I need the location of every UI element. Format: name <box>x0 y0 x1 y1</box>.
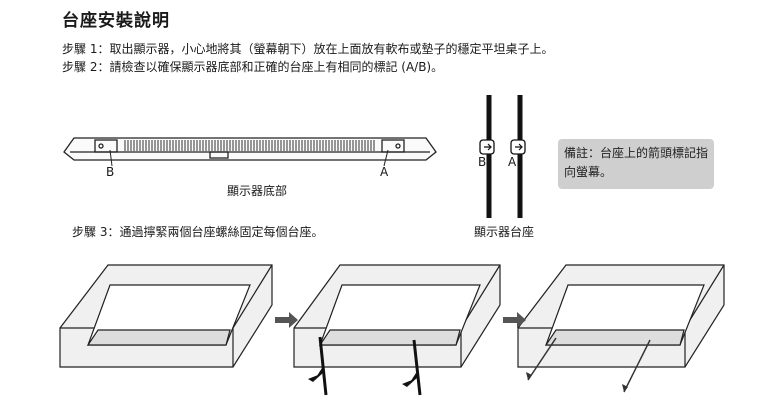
step-1-text: 步驟 1：取出顯示器，小心地將其（螢幕朝下）放在上面放有軟布或墊子的穩定平坦桌子… <box>62 42 554 56</box>
mark-b-label: B <box>106 165 115 179</box>
note-box: 備註：台座上的箭頭標記指向螢幕。 <box>558 139 714 189</box>
stand-mark-b: B <box>478 155 487 169</box>
stand-caption: 顯示器台座 <box>474 225 535 239</box>
page-title: 台座安裝說明 <box>62 11 170 31</box>
step-2-text: 步驟 2：請檢查以確保顯示器底部和正確的台座上有相同的標記 (A/B)。 <box>62 60 444 74</box>
step-3-text: 步驟 3：通過擰緊兩個台座螺絲固定每個台座。 <box>72 225 324 239</box>
mark-a-label: A <box>380 165 389 179</box>
stand-mark-a: A <box>508 155 517 169</box>
monitor-bottom-caption: 顯示器底部 <box>227 184 288 198</box>
